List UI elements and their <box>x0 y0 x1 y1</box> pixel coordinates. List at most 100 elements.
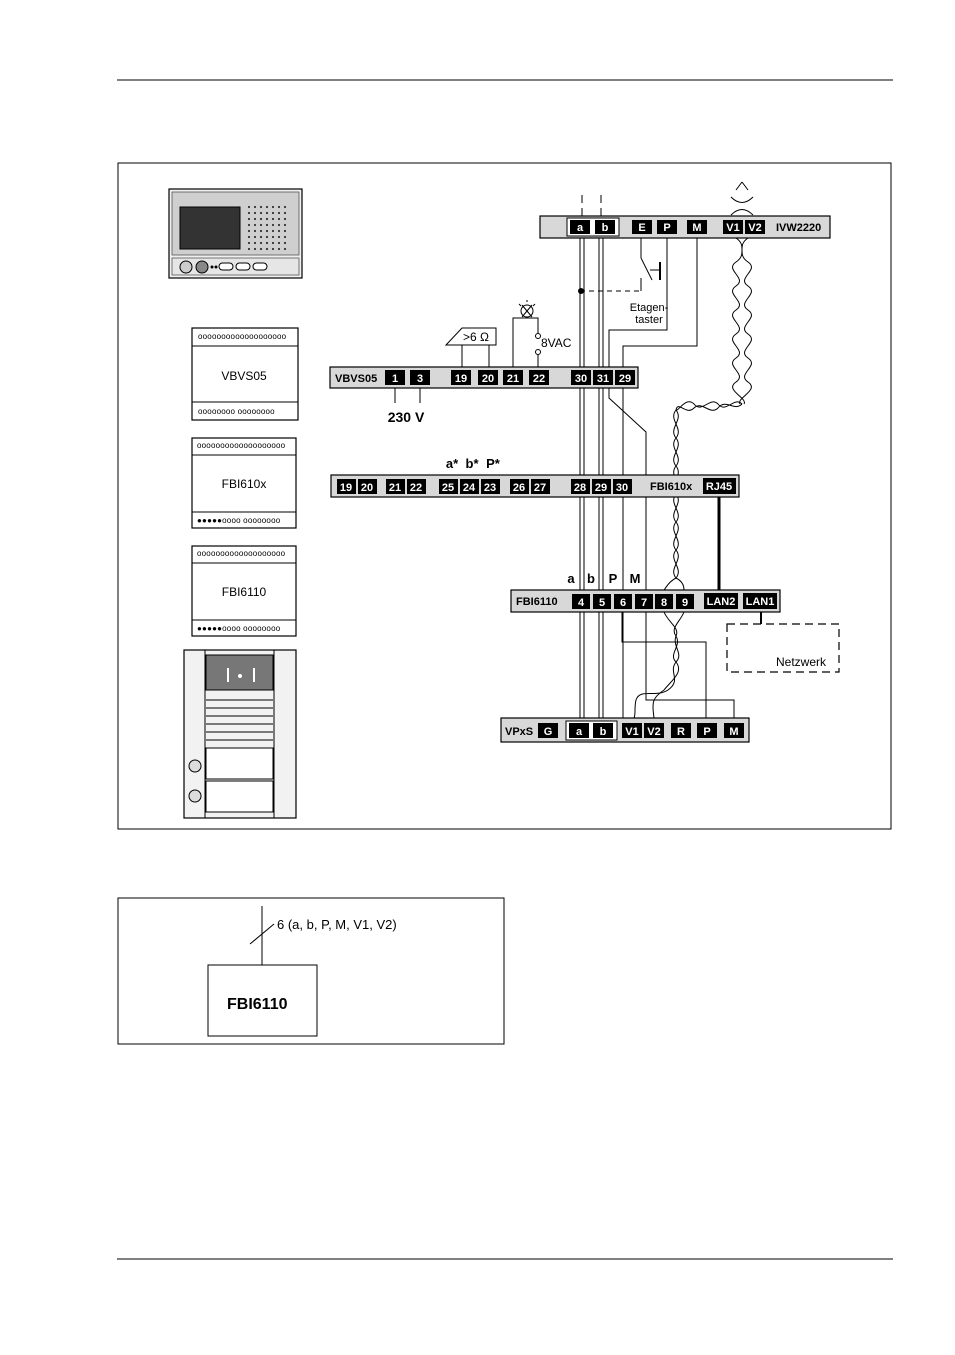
vbvs05-module-illustration: ooooooooooooooooooo oooooooo oooooooo VB… <box>191 327 299 421</box>
svg-text:V2: V2 <box>647 726 660 738</box>
svg-text:M: M <box>729 726 738 738</box>
svg-text:22: 22 <box>410 482 422 494</box>
svg-text:R: R <box>677 726 685 738</box>
svg-text:27: 27 <box>534 482 546 494</box>
rj45-terminal: RJ45 <box>706 481 732 493</box>
svg-text:ooooooooooooooooooo: ooooooooooooooooooo <box>198 332 287 341</box>
ivw-terminal-v1: V1 <box>726 222 739 234</box>
ivw2220-label: IVW2220 <box>776 222 821 234</box>
svg-text:●●●●●oooo oooooooo: ●●●●●oooo oooooooo <box>197 516 281 525</box>
svg-text:25: 25 <box>442 482 454 494</box>
camera-window-icon <box>205 654 274 691</box>
svg-text:24: 24 <box>463 482 476 494</box>
svg-text:30: 30 <box>575 373 587 385</box>
svg-text:20: 20 <box>482 373 494 385</box>
svg-text:30: 30 <box>616 482 628 494</box>
fbi6110-module-illustration: ooooooooooooooooooo ●●●●●oooo oooooooo F… <box>191 545 297 637</box>
wire-6-to-vpxs-p <box>621 612 707 718</box>
svg-text:b: b <box>587 571 595 586</box>
svg-text:21: 21 <box>389 482 401 494</box>
symbol-legend-box: 6 (a, b, P, M, V1, V2) FBI6110 <box>117 897 505 1045</box>
svg-text:31: 31 <box>597 373 609 385</box>
junction-dot <box>578 288 584 294</box>
fbi6110-module-label: FBI6110 <box>222 585 267 599</box>
svg-text:8: 8 <box>661 597 667 609</box>
svg-text:5: 5 <box>599 597 605 609</box>
svg-text:P: P <box>703 726 710 738</box>
vbvs05-module-label: VBVS05 <box>221 369 267 383</box>
ivw-terminal-p: P <box>663 222 670 234</box>
ivw-terminal-b: b <box>602 222 609 234</box>
wire-p-to-vpxs <box>608 388 735 718</box>
floor-button-label-2: taster <box>635 314 663 326</box>
svg-text:26: 26 <box>513 482 525 494</box>
fbi610x-module-illustration: ooooooooooooooooooo ●●●●●oooo oooooooo F… <box>191 437 297 529</box>
main-diagram-frame <box>117 162 892 830</box>
ivw-terminal-e: E <box>638 222 645 234</box>
svg-text:6: 6 <box>620 597 626 609</box>
fbi610x-module-label: FBI610x <box>222 477 267 491</box>
svg-text:b: b <box>600 726 607 738</box>
svg-text:23: 23 <box>484 482 496 494</box>
network-box <box>726 623 840 673</box>
speaker-grille-icon <box>248 205 290 251</box>
svg-text:9: 9 <box>682 597 688 609</box>
vbvs05-bar: VBVS05 1 3 19 20 21 22 30 31 29 <box>329 366 639 389</box>
svg-text:22: 22 <box>533 373 545 385</box>
floor-button-label-1: Etagen- <box>630 302 669 314</box>
video-twisted-pair <box>735 237 752 405</box>
resistor-label: >6 Ω <box>463 330 489 344</box>
ivw-terminal-m: M <box>692 222 701 234</box>
svg-text:P*: P* <box>486 456 501 471</box>
vbvs05-label: VBVS05 <box>335 373 377 385</box>
floor-button-switch <box>640 257 653 281</box>
svg-text:19: 19 <box>455 373 467 385</box>
svg-text:a: a <box>567 571 575 586</box>
svg-text:7: 7 <box>641 597 647 609</box>
power-230v-label: 230 V <box>388 409 425 425</box>
svg-text:29: 29 <box>619 373 631 385</box>
svg-text:a*: a* <box>446 456 459 471</box>
svg-text:oooooooo oooooooo: oooooooo oooooooo <box>198 407 275 416</box>
fbi610x-bar: 19 20 21 22 25 24 23 26 27 28 29 30 FBI6… <box>330 474 740 498</box>
screen-icon <box>179 206 241 250</box>
svg-text:21: 21 <box>507 373 519 385</box>
network-label: Netzwerk <box>776 655 827 669</box>
resistor-symbol <box>444 327 497 346</box>
fbi6110-bar: FBI6110 4 5 6 7 8 9 LAN2 LAN1 <box>510 589 781 613</box>
svg-text:28: 28 <box>574 482 586 494</box>
ivw-terminal-v2: V2 <box>748 222 761 234</box>
fbi610x-bar-label: FBI610x <box>650 481 693 493</box>
bell-button-icon <box>188 759 202 773</box>
lan2-terminal: LAN2 <box>707 596 736 608</box>
symbol-device-label: FBI6110 <box>227 996 288 1013</box>
indoor-video-station-illustration <box>168 188 303 279</box>
svg-text:ooooooooooooooooooo: ooooooooooooooooooo <box>197 441 286 450</box>
svg-text:29: 29 <box>595 482 607 494</box>
svg-text:ooooooooooooooooooo: ooooooooooooooooooo <box>197 549 286 558</box>
svg-text:20: 20 <box>361 482 373 494</box>
lan1-terminal: LAN1 <box>746 596 775 608</box>
wire-m-ivw <box>622 238 698 368</box>
svg-text:4: 4 <box>578 597 585 609</box>
svg-text:V1: V1 <box>625 726 638 738</box>
svg-text:P: P <box>609 571 618 586</box>
ivw-terminal-a: a <box>577 222 584 234</box>
svg-text:M: M <box>630 571 641 586</box>
svg-text:a: a <box>576 726 583 738</box>
wiring <box>394 181 840 719</box>
svg-text:19: 19 <box>340 482 352 494</box>
fbi6110-bar-label: FBI6110 <box>516 596 558 608</box>
vpxs-bar: VPxS G a b V1 V2 R P M <box>500 717 750 743</box>
vpxs-label: VPxS <box>505 726 533 738</box>
svg-text:G: G <box>544 726 553 738</box>
lamp-voltage-label: 8VAC <box>541 336 572 350</box>
svg-text:1: 1 <box>392 373 398 385</box>
bell-button-icon-2 <box>188 789 202 803</box>
lamp-wire <box>512 317 539 368</box>
svg-text:b*: b* <box>466 456 480 471</box>
svg-text:3: 3 <box>417 373 423 385</box>
svg-text:●●●●●oooo oooooooo: ●●●●●oooo oooooooo <box>197 624 281 633</box>
door-station-illustration <box>183 649 297 819</box>
